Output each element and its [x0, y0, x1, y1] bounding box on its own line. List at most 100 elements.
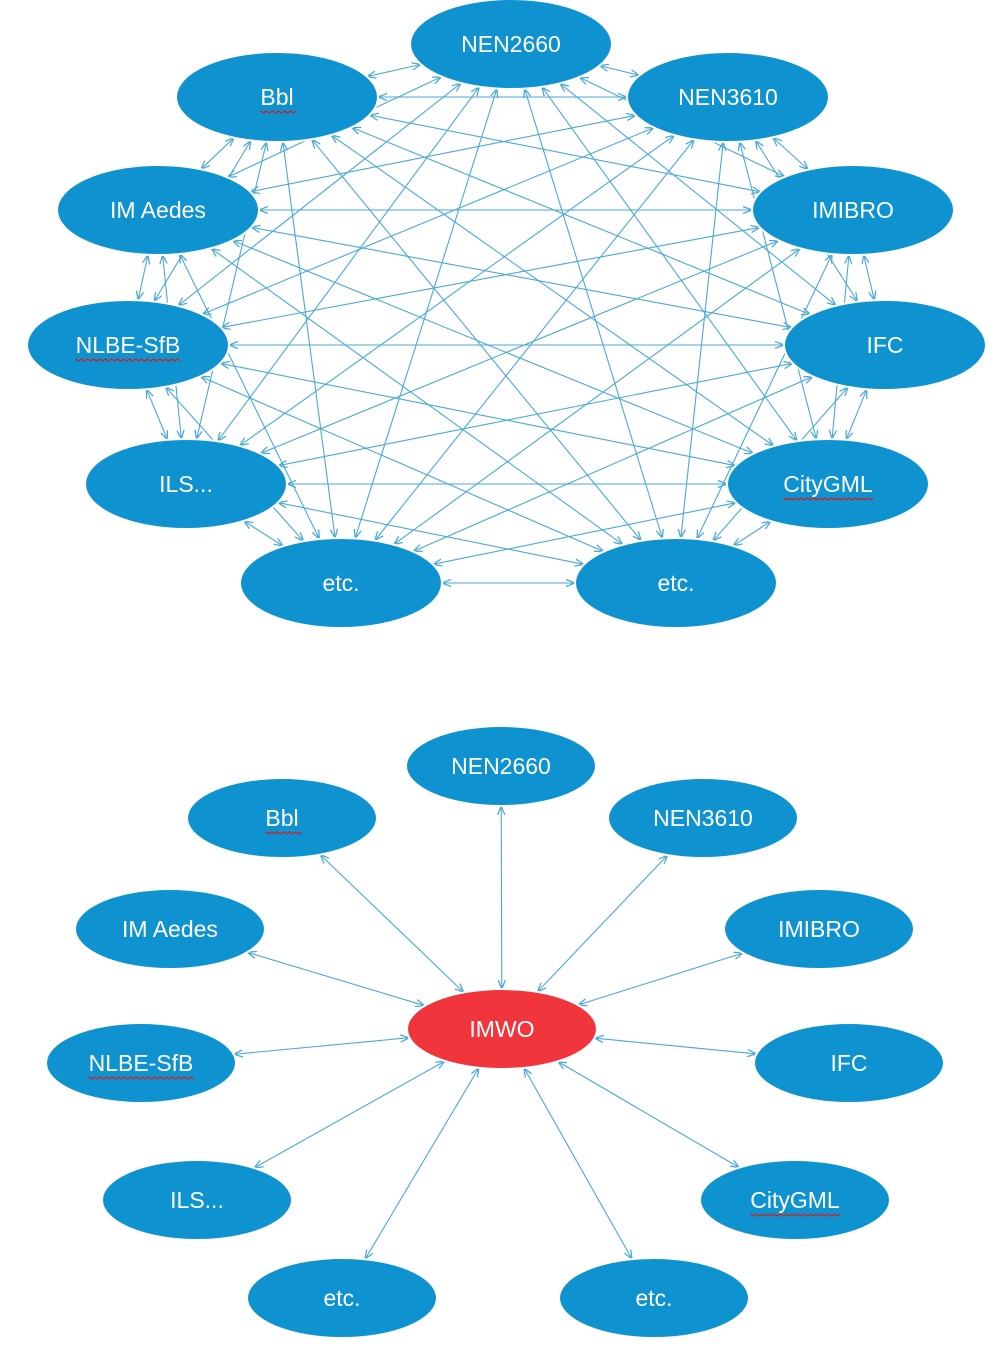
- mesh-edge-im-aedes-bbl: [201, 138, 234, 170]
- mesh-edge-etc-left-bbl: [283, 142, 335, 538]
- mesh-node-citygml-shape: [726, 438, 930, 530]
- hub-node-citygml-spellcheck-underline: [749, 1213, 841, 1217]
- mesh-node-ifc: IFC: [783, 299, 987, 391]
- hub-node-nen3610-label: NEN3610: [653, 805, 753, 831]
- mesh-node-nlbe-sfb: NLBE-SfB: [26, 299, 230, 391]
- hub-node-ils-label: ILS...: [170, 1187, 224, 1213]
- hub-node-nen3610: NEN3610: [607, 777, 799, 859]
- mesh-node-etc-right: etc.: [574, 537, 778, 629]
- hub-node-nlbe-sfb-spellcheck-underline: [88, 1076, 194, 1080]
- hub-edge-im-aedes: [247, 952, 424, 1005]
- hub-node-etc-right: etc.: [558, 1257, 750, 1339]
- hub-node-nen2660-label: NEN2660: [451, 753, 551, 779]
- mesh-edge-nen2660-etc-right: [525, 89, 663, 539]
- hub-edge-citygml: [558, 1061, 740, 1167]
- mesh-edge-nen3610-ils: [240, 135, 675, 446]
- hub-edge-imibro: [578, 953, 743, 1005]
- hub-node-im-aedes-shape: [74, 888, 266, 970]
- mesh-node-ils: ILS...: [84, 438, 288, 530]
- mesh-node-bbl-label: Bbl: [260, 84, 293, 110]
- hub-edge-ifc: [595, 1038, 757, 1054]
- mesh-node-nen3610: NEN3610: [626, 51, 830, 143]
- hub-node-ifc-shape: [753, 1022, 945, 1104]
- mesh-node-ils-label: ILS...: [159, 471, 213, 497]
- hub-edge-bbl: [320, 855, 464, 993]
- hub-node-etc-left-label: etc.: [323, 1285, 360, 1311]
- mesh-node-etc-right-label: etc.: [657, 570, 694, 596]
- mesh-edge-nen2660-nen3610: [600, 66, 640, 76]
- hub-node-citygml: CityGML: [699, 1159, 891, 1241]
- hub-node-imibro: IMIBRO: [723, 888, 915, 970]
- hub-center-node-imwo-shape: [406, 988, 598, 1070]
- mesh-node-nen2660-shape: [409, 0, 613, 90]
- hub-node-citygml-shape: [699, 1159, 891, 1241]
- mesh-node-nlbe-sfb-label: NLBE-SfB: [76, 332, 181, 358]
- hub-node-nen2660-shape: [405, 725, 597, 807]
- hub-node-bbl: Bbl: [186, 777, 378, 859]
- mesh-node-im-aedes-shape: [56, 164, 260, 256]
- mesh-node-etc-right-shape: [574, 537, 778, 629]
- mesh-node-citygml-label: CityGML: [783, 471, 873, 497]
- mesh-node-ifc-label: IFC: [866, 332, 903, 358]
- hub-connections: [234, 806, 757, 1259]
- hub-node-bbl-shape: [186, 777, 378, 859]
- hub-node-etc-left-shape: [246, 1257, 438, 1339]
- hub-node-ils-shape: [101, 1159, 293, 1241]
- mesh-edge-ifc-citygml: [846, 389, 867, 439]
- mesh-edge-nen3610-etc-right: [681, 142, 723, 538]
- mesh-node-nen3610-label: NEN3610: [678, 84, 778, 110]
- mesh-node-im-aedes-label: IM Aedes: [110, 197, 206, 223]
- hub-node-bbl-label: Bbl: [265, 805, 298, 831]
- mesh-node-etc-left: etc.: [239, 537, 443, 629]
- mesh-node-citygml: CityGML: [726, 438, 930, 530]
- hub-edge-nen3610: [537, 855, 667, 992]
- mesh-edge-nen2660-bbl: [367, 64, 421, 76]
- hub-node-etc-right-shape: [558, 1257, 750, 1339]
- hub-node-citygml-label: CityGML: [750, 1187, 840, 1213]
- hub-node-ils: ILS...: [101, 1159, 293, 1241]
- hub-node-im-aedes: IM Aedes: [74, 888, 266, 970]
- mesh-edge-ils-nlbe-sfb: [147, 389, 168, 440]
- mesh-node-ifc-shape: [783, 299, 987, 391]
- mesh-edge-nlbe-sfb-im-aedes: [138, 255, 148, 300]
- hub-node-bbl-spellcheck-underline: [265, 831, 302, 835]
- hub-node-imibro-shape: [723, 888, 915, 970]
- mesh-node-imibro-shape: [751, 164, 955, 256]
- mesh-node-im-aedes: IM Aedes: [56, 164, 260, 256]
- hub-node-ifc: IFC: [753, 1022, 945, 1104]
- mesh-edge-ifc-im-aedes: [251, 227, 792, 327]
- hub-center-node-imwo: IMWO: [406, 988, 598, 1070]
- hub-node-nlbe-sfb-label: NLBE-SfB: [89, 1050, 194, 1076]
- hub-center-node-imwo-label: IMWO: [469, 1016, 534, 1042]
- mesh-node-bbl: Bbl: [175, 51, 379, 143]
- hub-node-etc-right-label: etc.: [635, 1285, 672, 1311]
- mesh-edge-nen3610-imibro: [773, 137, 809, 169]
- hub-node-nlbe-sfb-shape: [45, 1022, 237, 1104]
- mesh-node-nen2660: NEN2660: [409, 0, 613, 90]
- mesh-node-bbl-shape: [175, 51, 379, 143]
- mesh-node-citygml-spellcheck-underline: [782, 497, 874, 501]
- mesh-node-nen3610-shape: [626, 51, 830, 143]
- hub-edge-nen2660: [501, 806, 502, 989]
- mesh-node-bbl-spellcheck-underline: [260, 110, 297, 114]
- hub-node-nen2660: NEN2660: [405, 725, 597, 807]
- mesh-node-nen2660-label: NEN2660: [461, 31, 561, 57]
- hub-node-etc-left: etc.: [246, 1257, 438, 1339]
- mesh-node-etc-left-label: etc.: [322, 570, 359, 596]
- mesh-edge-imibro-ifc: [864, 255, 875, 300]
- mesh-edge-etc-left-ils: [244, 521, 283, 546]
- mesh-edge-etc-right-bbl: [312, 139, 642, 540]
- hub-node-nlbe-sfb: NLBE-SfB: [45, 1022, 237, 1104]
- hub-node-imibro-label: IMIBRO: [778, 916, 860, 942]
- mesh-node-nlbe-sfb-spellcheck-underline: [75, 358, 181, 362]
- mesh-edge-nen2660-etc-left: [355, 89, 497, 539]
- mesh-node-ils-shape: [84, 438, 288, 530]
- hub-edge-ils: [254, 1061, 445, 1168]
- mesh-node-imibro-label: IMIBRO: [812, 197, 894, 223]
- mesh-connections: [138, 64, 874, 583]
- mesh-edge-citygml-etc-right: [733, 521, 771, 546]
- hub-edge-nlbe-sfb: [234, 1038, 410, 1055]
- hub-node-nen3610-shape: [607, 777, 799, 859]
